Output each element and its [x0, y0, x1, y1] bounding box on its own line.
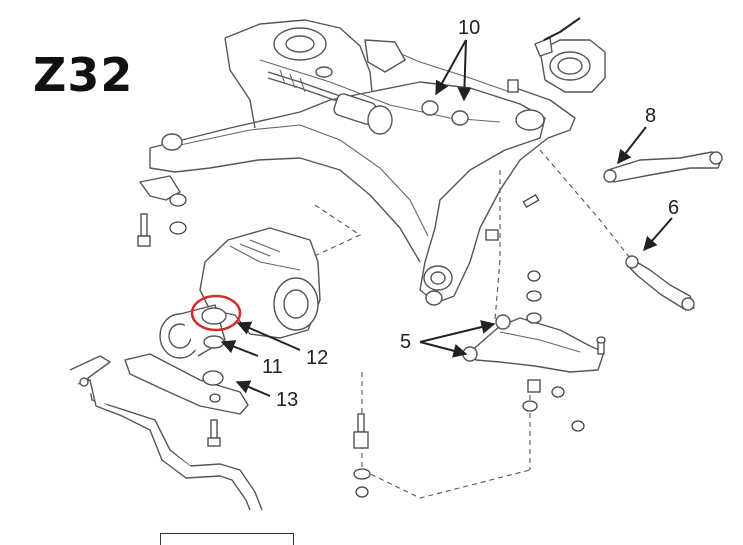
knuckle-right	[534, 37, 606, 93]
subframe-mount-hardware	[137, 79, 540, 247]
upper-link-8	[603, 151, 723, 183]
callout-5: 5	[400, 331, 412, 353]
drive-shaft	[267, 66, 393, 135]
model-title: Z32	[33, 48, 134, 102]
lower-link-6	[625, 255, 695, 311]
callout-13: 13	[276, 389, 299, 411]
callout-10: 10	[458, 17, 481, 39]
diff-bracket-13	[124, 353, 249, 447]
callout-6: 6	[668, 197, 680, 219]
control-arm-hardware	[522, 270, 585, 432]
callout-12: 12	[306, 347, 329, 369]
stabilizer-bar	[69, 355, 263, 511]
callout-11: 11	[262, 356, 283, 378]
highlight-circle	[190, 294, 242, 332]
differential	[159, 227, 321, 359]
bottom-frame-box	[160, 533, 294, 545]
callout-8: 8	[645, 105, 657, 127]
bolt-stack	[353, 413, 371, 498]
leader-lines	[220, 17, 673, 397]
lower-control-arm-5	[462, 314, 606, 373]
rear-subframe	[149, 19, 576, 306]
